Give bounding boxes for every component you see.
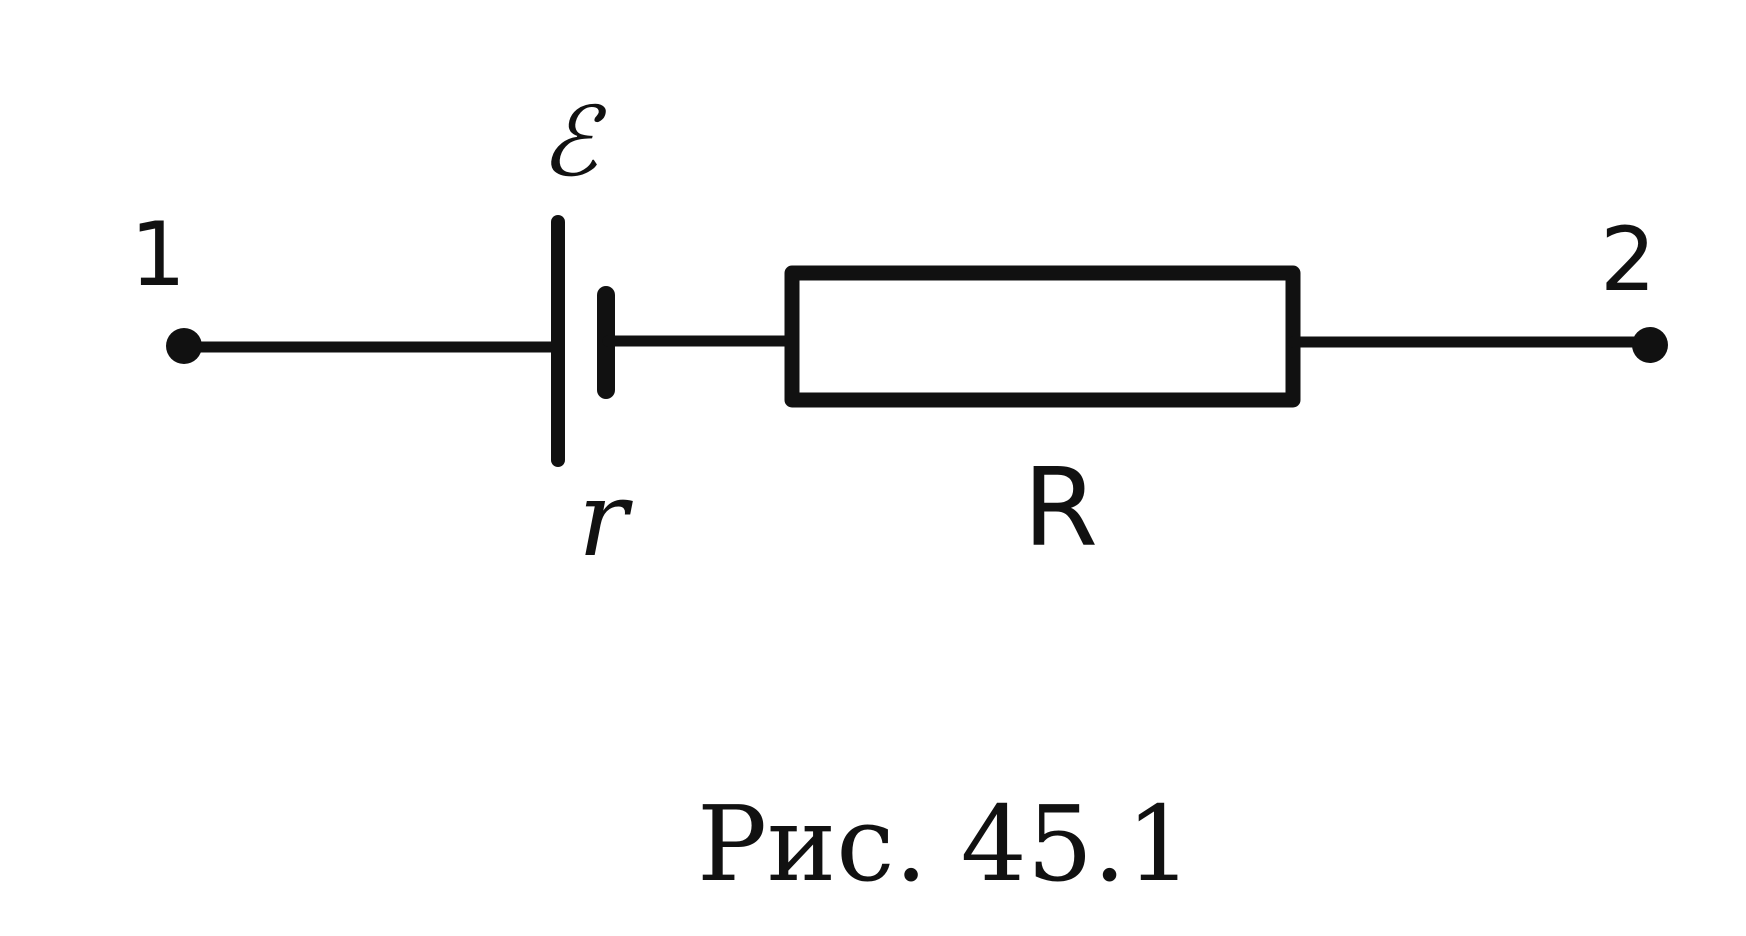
terminal-1-label: 1 [130, 203, 186, 306]
emf-label: ℰ [540, 86, 607, 198]
figure-caption: Рис. 45.1 [697, 783, 1192, 905]
resistor-box [784, 265, 1301, 408]
terminal-2-label: 2 [1600, 208, 1656, 311]
terminal-1-dot [166, 328, 202, 364]
resistor-label: R [1023, 446, 1098, 571]
terminal-2-dot [1632, 327, 1668, 363]
internal-resistance-label: r [578, 458, 633, 580]
